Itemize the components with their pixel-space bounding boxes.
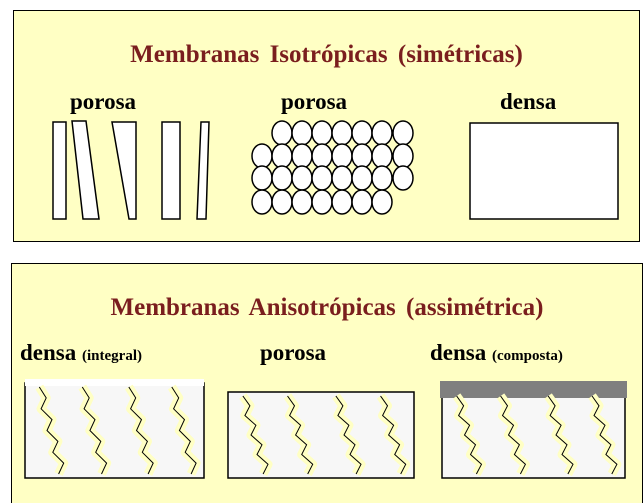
label-dense-composite-sub: (composta): [492, 348, 563, 364]
spherical-pore: [271, 165, 293, 191]
spherical-pore: [331, 165, 353, 191]
spherical-pore: [251, 165, 273, 191]
pore-channel-outline: [287, 395, 314, 475]
dense-integral-skin: [25, 379, 204, 386]
pore-channel-outline: [38, 386, 65, 475]
spherical-pore: [291, 143, 313, 169]
slit-pore-2: [71, 120, 100, 220]
label-dense-integral-main: densa: [20, 340, 77, 365]
spherical-pore: [371, 165, 393, 191]
spherical-pore: [271, 120, 293, 146]
composite-skin-layer: [440, 381, 627, 398]
porous-slit-membrane: [52, 120, 210, 220]
spherical-pore: [311, 120, 333, 146]
dense-composite-membrane: [440, 381, 627, 479]
pore-channel-outline: [81, 386, 108, 475]
spherical-pore: [351, 143, 373, 169]
spherical-pore: [331, 189, 353, 215]
pore-channel-outline: [500, 395, 527, 475]
isotropic-title: Membranas Isotrópicas (simétricas): [130, 41, 523, 68]
spherical-pore: [251, 189, 273, 215]
spherical-pore: [392, 165, 414, 191]
spherical-pore: [251, 143, 273, 169]
spherical-pore: [311, 165, 333, 191]
spherical-pore: [271, 189, 293, 215]
spherical-pore: [311, 143, 333, 169]
spherical-pore: [331, 120, 353, 146]
pore-channel-outline: [335, 395, 362, 475]
dense-integral-membrane: [24, 379, 205, 479]
spherical-pore: [351, 189, 373, 215]
spherical-pore: [331, 143, 353, 169]
porous-sphere-membrane: [251, 120, 414, 215]
label-dense-composite: densa (composta): [430, 340, 563, 366]
slit-pore-5: [196, 121, 210, 220]
porous-pore-channels: [239, 393, 411, 477]
spherical-pore: [351, 120, 373, 146]
dense-membrane: [469, 122, 619, 220]
spherical-pore: [371, 120, 393, 146]
pore-channel-outline: [171, 386, 197, 475]
label-dense-integral-sub: (integral): [82, 348, 142, 364]
label-porous-slits: porosa: [70, 89, 137, 114]
pore-channel-outline: [380, 395, 407, 475]
porous-asymmetric-membrane: [227, 391, 415, 479]
label-dense-composite-main: densa: [430, 340, 487, 365]
spherical-pore: [291, 189, 313, 215]
spherical-pore: [291, 165, 313, 191]
pore-channel-outline: [242, 395, 269, 475]
anisotropic-title: Membranas Anisotrópicas (assimétrica): [110, 294, 544, 321]
pore-channel-outline: [547, 395, 574, 475]
pore-channel-outline: [456, 395, 483, 475]
label-porous-spheres: porosa: [281, 89, 348, 114]
spherical-pore: [291, 120, 313, 146]
label-dense: densa: [500, 89, 557, 114]
spherical-pore: [392, 120, 414, 146]
label-dense-integral: densa (integral): [20, 340, 142, 366]
pore-channel-outline: [591, 395, 618, 475]
slit-pore-4: [161, 121, 181, 220]
slit-pore-1: [52, 121, 67, 220]
slit-pore-3: [111, 121, 137, 220]
integral-pore-channels: [35, 384, 201, 476]
spherical-pore: [371, 189, 393, 215]
pore-channel-outline: [128, 386, 154, 475]
spherical-pore: [271, 143, 293, 169]
spherical-pore: [392, 143, 414, 169]
spherical-pore: [311, 189, 333, 215]
composite-pore-channels: [452, 393, 622, 477]
spherical-pore: [371, 143, 393, 169]
label-porous-asymmetric: porosa: [260, 340, 327, 365]
spherical-pore: [351, 165, 373, 191]
